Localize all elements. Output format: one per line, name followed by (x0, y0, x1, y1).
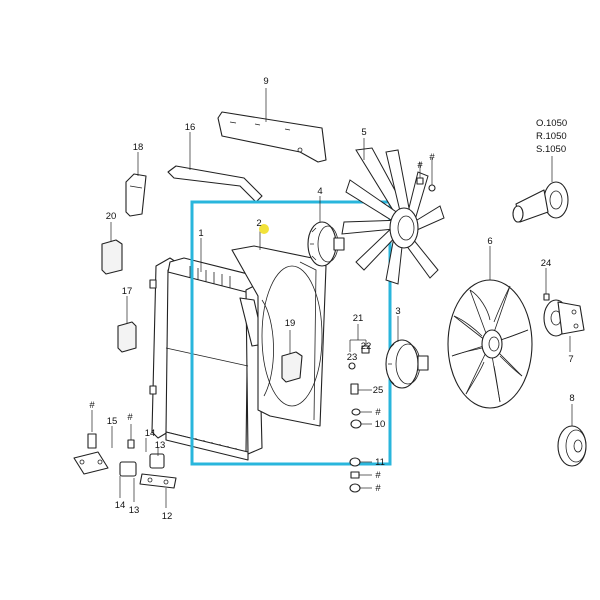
callout-20: 20 (106, 211, 117, 222)
callout-14b: 14 (115, 500, 126, 511)
callout-24: 24 (541, 258, 552, 269)
highlight-box (190, 200, 392, 466)
part-1-radiator[interactable] (149, 257, 265, 461)
callout-25: 25 (373, 385, 384, 396)
callout-15: 15 (107, 416, 118, 427)
part-6-large-fan[interactable] (447, 279, 533, 409)
callout-hash-d: # (375, 470, 381, 481)
callout-hash-e: # (375, 483, 381, 494)
fastener-group-upper[interactable] (416, 158, 436, 192)
callout-13a: 13 (155, 440, 166, 451)
part-2-fan-shroud[interactable] (231, 245, 327, 427)
callout-9: 9 (263, 76, 268, 87)
callout-hash-c: # (375, 407, 381, 418)
variant-code-r: R.1050 (536, 131, 567, 142)
callout-10: 10 (375, 419, 386, 430)
callout-17: 17 (122, 286, 133, 297)
part-13-rubber-mount[interactable] (119, 439, 177, 489)
callout-1: 1 (198, 228, 203, 239)
part-4-fan-clutch[interactable] (307, 221, 345, 267)
part-15-mount-bracket[interactable] (73, 433, 109, 475)
callout-23: 23 (347, 352, 358, 363)
part-20-block[interactable] (101, 239, 123, 275)
callout-6: 6 (487, 236, 492, 247)
part-17-block[interactable] (117, 321, 137, 353)
part-24-pin[interactable] (543, 293, 550, 301)
part-7-hub[interactable] (543, 299, 585, 337)
callout-hash-g: # (127, 412, 133, 423)
callout-hash-f: # (89, 400, 95, 411)
callout-7: 7 (568, 354, 573, 365)
callout-12: 12 (162, 511, 173, 522)
fastener-stack[interactable] (348, 324, 372, 493)
callout-8: 8 (569, 393, 574, 404)
callout-hash-a: # (417, 160, 423, 171)
callout-4: 4 (317, 186, 322, 197)
callout-16: 16 (185, 122, 196, 133)
variant-code-o: O.1050 (536, 118, 567, 129)
callout-13b: 13 (129, 505, 140, 516)
part-18-bracket[interactable] (125, 173, 147, 217)
callout-21: 21 (353, 313, 364, 324)
radiator-fins-top (189, 266, 231, 288)
callout-14a: 14 (145, 428, 156, 439)
part-8-pulley[interactable] (557, 425, 587, 467)
selected-marker (259, 224, 269, 234)
callout-5: 5 (361, 127, 366, 138)
callout-11: 11 (375, 457, 385, 468)
variant-code-s: S.1050 (536, 144, 566, 155)
part-5-fan[interactable] (341, 147, 445, 285)
part-9-cover-plate[interactable] (217, 111, 327, 163)
callout-19: 19 (285, 318, 296, 329)
part-19-component[interactable] (281, 351, 303, 383)
callout-3: 3 (395, 306, 400, 317)
part-3-viscous-clutch[interactable] (385, 339, 429, 389)
callout-2: 2 (256, 218, 261, 229)
part-16-seal-strip[interactable] (167, 165, 263, 203)
callout-hash-b: # (429, 152, 435, 163)
callout-22: 22 (361, 341, 372, 352)
callout-18: 18 (133, 142, 144, 153)
drive-hub[interactable] (512, 181, 569, 223)
